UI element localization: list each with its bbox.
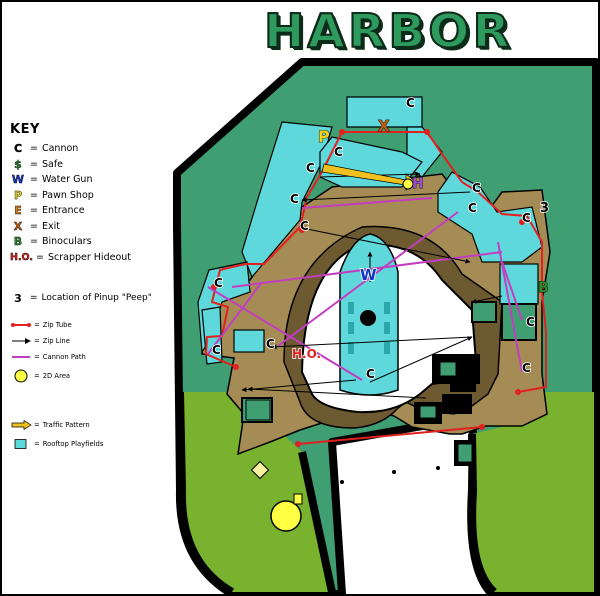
area-2d-connector — [293, 493, 303, 505]
legend-2d-area: =2D Area — [10, 368, 210, 384]
peep-label: 3 — [540, 201, 549, 216]
cannon-icon: C — [300, 219, 309, 233]
key-item-pawn-shop: P=Pawn Shop — [10, 188, 210, 204]
key-item-exit: X=Exit — [10, 219, 210, 235]
peep-symbol: 3 — [14, 291, 22, 305]
cannon-icon: C — [266, 337, 275, 351]
lower-left-field — [180, 392, 332, 592]
key-label: Scrapper Hideout — [47, 251, 131, 263]
key-item-safe: $=Safe — [10, 157, 210, 173]
zip-tube-icon — [11, 322, 31, 327]
legend-label: Zip Line — [42, 336, 70, 345]
cannon-icon: C — [214, 276, 223, 290]
legend-cannon-path: =Cannon Path — [10, 350, 210, 363]
legend-label: Rooftop Playfields — [42, 439, 104, 448]
traffic-arrow-icon — [11, 419, 32, 430]
traffic-dot — [402, 178, 414, 190]
legend-rooftop-playfields: =Rooftop Playfields — [10, 437, 210, 450]
legend-label: Zip Tube — [42, 320, 72, 329]
key-symbol: C — [13, 142, 23, 156]
legend-traffic-pattern: =Traffic Pattern — [10, 418, 210, 431]
water-gun-label: W — [360, 266, 377, 284]
legend-panel: =Zip Tube =Zip Line =Cannon Path =2D Are… — [10, 318, 210, 450]
cannon-paths — [207, 197, 523, 381]
key-symbol: B — [13, 235, 23, 249]
ship-hatch — [360, 310, 376, 326]
legend-label: Cannon Path — [42, 352, 86, 361]
cannon-icon: C — [366, 367, 375, 381]
cannon-icon: C — [334, 145, 343, 159]
key-label: Exit — [41, 220, 60, 232]
cannon-icon: C — [472, 181, 481, 195]
legend-zip-line: =Zip Line — [10, 334, 210, 347]
cannon-icon: C — [522, 211, 531, 225]
key-item-binoculars: B=Binoculars — [10, 234, 210, 250]
legend-label: Traffic Pattern — [42, 420, 90, 429]
key-item-peep: 3 = Location of Pinup "Peep" — [10, 287, 210, 309]
field-markers — [340, 466, 440, 484]
key-symbol: $ — [14, 157, 22, 171]
zip-tubes — [204, 131, 547, 445]
key-label: Cannon — [41, 143, 79, 155]
key-item-scrapper-hideout: H.O.=Scrapper Hideout — [10, 251, 131, 263]
binoculars-label: B — [538, 280, 549, 296]
key-heading: KEY — [10, 122, 40, 137]
ship-portholes — [348, 302, 390, 354]
area-2d-marker — [270, 500, 302, 532]
cannon-icon: C — [212, 343, 221, 357]
lower-border — [176, 391, 497, 594]
rooftop-icon — [14, 438, 27, 449]
hideout-label: H.O. — [292, 347, 321, 361]
key-label: Binoculars — [41, 236, 92, 248]
key-item-entrance: E=Entrance — [10, 203, 210, 219]
key-label: Water Gun — [41, 174, 93, 186]
key-symbol: X — [13, 219, 23, 233]
cannon-path-icon — [12, 355, 30, 358]
cannon-icon: C — [290, 192, 299, 206]
green-blocks — [245, 361, 473, 463]
lower-right-field — [426, 392, 594, 592]
map-title: HARBOR — [263, 3, 513, 59]
2d-area-icon — [14, 369, 28, 383]
key-label: Safe — [41, 158, 64, 170]
zip-line-icon — [12, 337, 31, 344]
pawn-shop-label: P — [318, 127, 330, 146]
legend-zip-tube: =Zip Tube — [10, 318, 210, 331]
key-item-water-gun: W=Water Gun — [11, 173, 93, 187]
yellow-block — [250, 460, 270, 480]
cannon-icon: C — [526, 315, 535, 329]
key-item-cannon: C=Cannon — [10, 141, 210, 157]
key-label: Entrance — [41, 205, 85, 217]
key-symbol: E — [14, 204, 22, 218]
cannon-icon: C — [406, 96, 415, 110]
key-label: Pawn Shop — [41, 189, 94, 201]
cannon-icon: C — [522, 361, 531, 375]
cannon-icon: C — [468, 201, 477, 215]
map-labels: P X H 3 B W H.O. — [291, 117, 550, 362]
legend-label: 2D Area — [42, 372, 71, 380]
key-symbol: H.O. — [10, 251, 34, 263]
heli-label: H — [412, 176, 424, 192]
key-symbol: W — [11, 173, 25, 187]
key-symbol: P — [13, 188, 23, 202]
exit-label: X — [378, 117, 390, 135]
peep-label: Location of Pinup "Peep" — [41, 293, 152, 303]
cannon-icon: C — [306, 161, 315, 175]
